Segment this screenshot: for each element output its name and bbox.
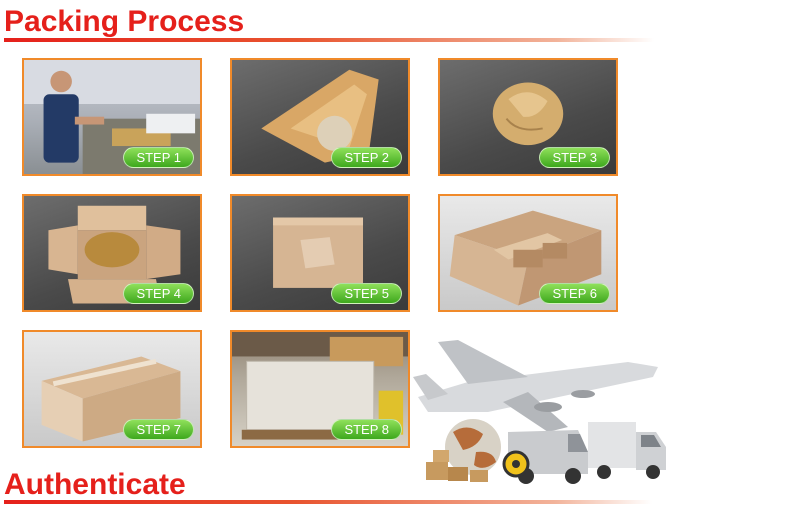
palletized-goods-photo (232, 332, 408, 440)
step-2-badge: STEP 2 (331, 147, 402, 168)
step-5-badge: STEP 5 (331, 283, 402, 304)
globe-icon (445, 419, 501, 475)
heading-underline (4, 38, 654, 42)
step-5-photo: STEP 5 (230, 194, 410, 312)
step-3-badge: STEP 3 (539, 147, 610, 168)
boxes-icon (426, 450, 488, 482)
worker-wrapping-photo (24, 60, 200, 174)
step-6-badge: STEP 6 (539, 283, 610, 304)
step-3-photo: STEP 3 (438, 58, 618, 176)
kraft-wrap-photo (261, 69, 379, 163)
divided-carton-photo (449, 210, 602, 306)
authenticate-heading: Authenticate (4, 468, 186, 501)
step-2-photo: STEP 2 (230, 58, 410, 176)
step-7-photo: STEP 7 (22, 330, 202, 448)
sealed-box-photo (273, 217, 364, 288)
step-7-badge: STEP 7 (123, 419, 194, 440)
wheel-icon (502, 450, 530, 478)
step-4-photo: STEP 4 (22, 194, 202, 312)
open-carton-photo (48, 205, 181, 304)
authenticate-underline (4, 500, 652, 504)
shipping-illustration (413, 340, 666, 484)
airplane-icon (413, 340, 658, 432)
step-6-photo: STEP 6 (438, 194, 618, 312)
step-1-badge: STEP 1 (123, 147, 194, 168)
step-8-photo: STEP 8 (230, 330, 410, 448)
truck-icon (588, 422, 666, 479)
step-1-photo: STEP 1 (22, 58, 202, 176)
wrapped-bundle-photo (492, 82, 564, 146)
step-8-badge: STEP 8 (331, 419, 402, 440)
step-4-badge: STEP 4 (123, 283, 194, 304)
packing-process-heading: Packing Process (4, 5, 245, 38)
